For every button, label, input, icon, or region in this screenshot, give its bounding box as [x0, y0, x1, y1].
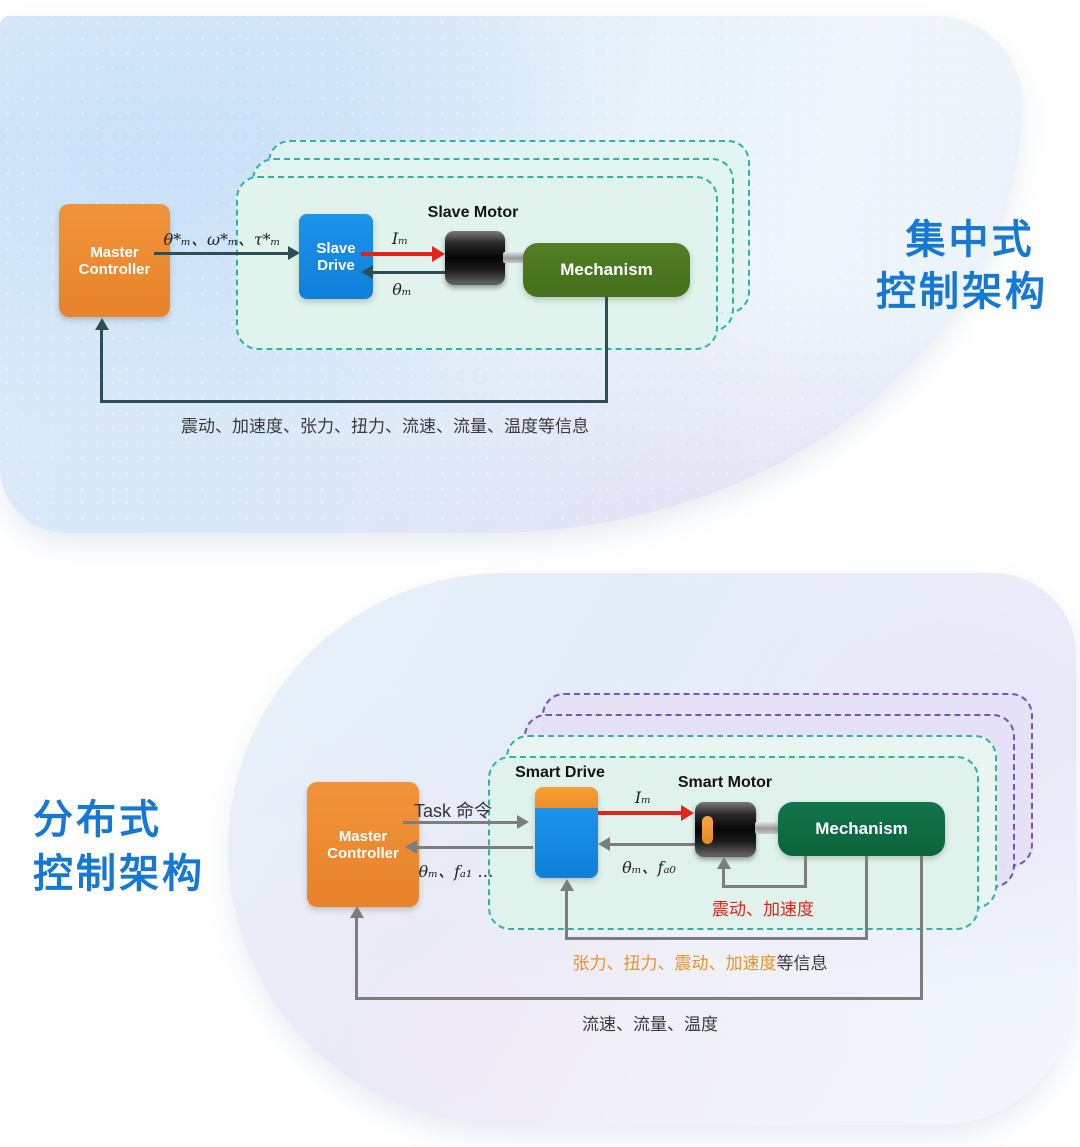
current-signal-label: Iₘ [391, 229, 409, 248]
mechanism-label-distributed: Mechanism [815, 819, 908, 838]
distributed-title-line2: 控制架构 [33, 852, 205, 896]
slave-motor-shaft [503, 252, 524, 263]
vibration-line-down [804, 856, 807, 888]
sensor-feedback-arrowhead-icon [559, 879, 574, 891]
vibration-line-up [722, 868, 725, 888]
smart-drive-cap [535, 787, 598, 808]
feedback-arrowhead-icon [94, 318, 109, 330]
smart-drive-body [535, 808, 598, 878]
mc-return-line [417, 846, 533, 849]
mechanism-box-centralized: Mechanism [523, 243, 690, 297]
distributed-title-line1: 分布式 [33, 798, 162, 842]
slave-motor-image [445, 231, 505, 285]
angle-signal-label: θₘ [392, 280, 412, 299]
flow-feedback-down [920, 856, 923, 1000]
smart-motor-sensor-pill [702, 816, 713, 844]
master-controller-box-distributed: Master Controller [307, 782, 419, 907]
sensor-feedback-up [565, 890, 568, 940]
drive-return-label: θₘ、fₐ₀ [622, 858, 676, 877]
task-command-label: Task 命令 [413, 801, 493, 821]
current-arrow-line-distributed [598, 811, 682, 815]
master-controller-label-distributed: Master Controller [327, 827, 399, 862]
slave-drive-label: Slave Drive [316, 239, 356, 274]
vibration-arrowhead-icon [716, 857, 731, 869]
current-arrowhead-icon [432, 246, 445, 262]
feedback-line-down [605, 297, 608, 402]
angle-return-arrowhead-icon [361, 265, 373, 279]
flow-feedback-horizontal [355, 997, 923, 1000]
command-arrow-line [154, 252, 290, 255]
slave-motor-label: Slave Motor [427, 204, 519, 221]
smart-motor-label: Smart Motor [677, 774, 773, 791]
smart-drive-label: Smart Drive [515, 764, 605, 781]
sensor-feedback-highlight: 张力、扭力、震动、加速度 [572, 954, 777, 973]
current-arrow-line [361, 252, 433, 256]
task-arrowhead-icon [517, 815, 529, 829]
smart-motor-shaft [755, 822, 779, 834]
centralized-title-line1: 集中式 [905, 218, 1035, 262]
angle-return-line [373, 271, 445, 274]
centralized-title-line2: 控制架构 [876, 270, 1048, 314]
mechanism-box-distributed: Mechanism [778, 802, 945, 856]
flow-feedback-up [355, 917, 358, 1000]
sensor-feedback-down [865, 856, 868, 940]
drive-return-line [610, 843, 695, 846]
slave-drive-box: Slave Drive [299, 214, 373, 299]
current-signal-label-distributed: Iₘ [634, 788, 652, 807]
flow-feedback-label: 流速、流量、温度 [582, 1015, 718, 1034]
vibration-line-horizontal [722, 885, 807, 888]
drive-return-arrowhead-icon [598, 837, 610, 851]
feedback-line-up [100, 330, 103, 402]
flow-feedback-arrowhead-icon [349, 906, 364, 918]
sensor-feedback-suffix: 等信息 [776, 954, 828, 973]
smart-drive-box [535, 787, 598, 878]
current-arrowhead-icon-distributed [681, 805, 694, 821]
command-signal-label: θ*ₘ、ω*ₘ、τ*ₘ [163, 230, 281, 249]
task-arrow-line [403, 821, 519, 824]
mc-return-arrowhead-icon [405, 840, 417, 854]
vibration-label: 震动、加速度 [712, 900, 814, 919]
feedback-line-horizontal [100, 400, 608, 403]
mc-return-label: θₘ、fₐ₁ … [418, 862, 494, 881]
feedback-signals-label: 震动、加速度、张力、扭力、流速、流量、温度等信息 [181, 417, 589, 436]
master-controller-label: Master Controller [78, 243, 151, 278]
sensor-feedback-horizontal [565, 937, 868, 940]
master-controller-box: Master Controller [59, 204, 170, 317]
sensor-feedback-label: 张力、扭力、震动、加速度等信息 [573, 949, 828, 974]
command-arrowhead-icon [288, 246, 300, 260]
mechanism-label: Mechanism [560, 260, 653, 279]
